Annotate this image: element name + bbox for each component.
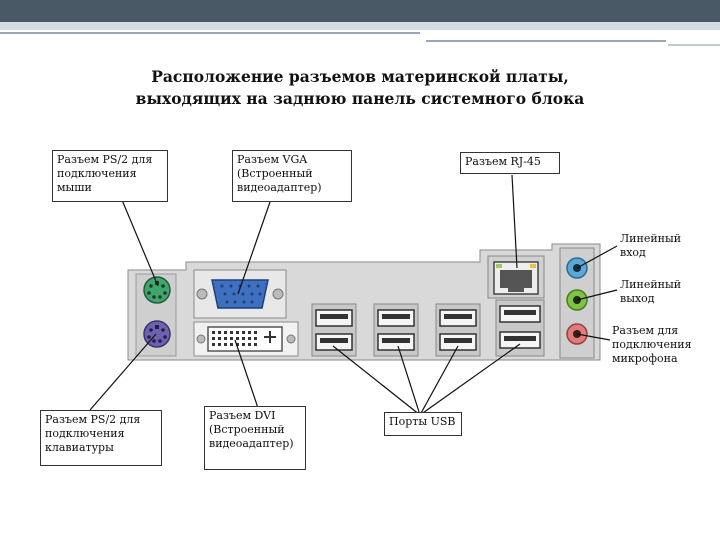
label-vga: Разъем VGA (Встроенный видеоадаптер) xyxy=(232,150,352,202)
dvi-port-icon xyxy=(193,321,299,357)
label-line-in: Линейный вход xyxy=(620,232,682,259)
label-ps2-mouse: Разъем PS/2 для подключения мыши xyxy=(52,150,168,202)
leader-usb-4 xyxy=(419,343,521,416)
accent-line xyxy=(0,32,420,34)
ps2-mouse-port-icon xyxy=(143,276,171,304)
usb-stack-4 xyxy=(495,299,545,357)
leader-ps2-keyboard xyxy=(89,333,157,411)
title-line-1: Расположение разъемов материнской платы, xyxy=(151,67,569,86)
page-title: Расположение разъемов материнской платы,… xyxy=(80,66,640,110)
label-mic: Разъем для подключения микрофона xyxy=(612,324,692,365)
leader-vga xyxy=(237,201,271,295)
audio-jacks-icon xyxy=(559,247,595,359)
top-bar xyxy=(0,0,720,22)
label-ps2-keyboard: Разъем PS/2 для подключения клавиатуры xyxy=(40,410,162,466)
label-usb: Порты USB xyxy=(384,412,462,436)
label-dvi: Разъем DVI (Встроенный видеоадаптер) xyxy=(204,406,306,470)
label-rj45: Разъем RJ-45 xyxy=(460,152,560,174)
leader-usb-2 xyxy=(397,345,421,416)
title-line-2: выходящих на заднюю панель системного бл… xyxy=(135,89,585,108)
accent-line xyxy=(668,44,720,46)
leader-line-in xyxy=(576,245,618,269)
usb-ports-icon xyxy=(311,299,545,357)
usb-stack-2 xyxy=(373,303,419,357)
accent-line xyxy=(426,40,666,42)
leader-rj45 xyxy=(511,174,518,269)
rj45-port-icon xyxy=(487,255,545,299)
vga-port-icon xyxy=(193,269,287,319)
leader-usb-1 xyxy=(332,345,421,416)
leader-line-out xyxy=(576,289,618,301)
leader-dvi xyxy=(234,339,259,409)
leader-usb-3 xyxy=(419,345,459,416)
top-bar-light xyxy=(0,22,720,30)
usb-stack-3 xyxy=(435,303,481,357)
leader-mic xyxy=(576,333,611,341)
label-line-out: Линейный выход xyxy=(620,278,682,305)
usb-stack-1 xyxy=(311,303,357,357)
leader-lines xyxy=(89,174,618,416)
leader-ps2-mouse xyxy=(121,199,159,287)
